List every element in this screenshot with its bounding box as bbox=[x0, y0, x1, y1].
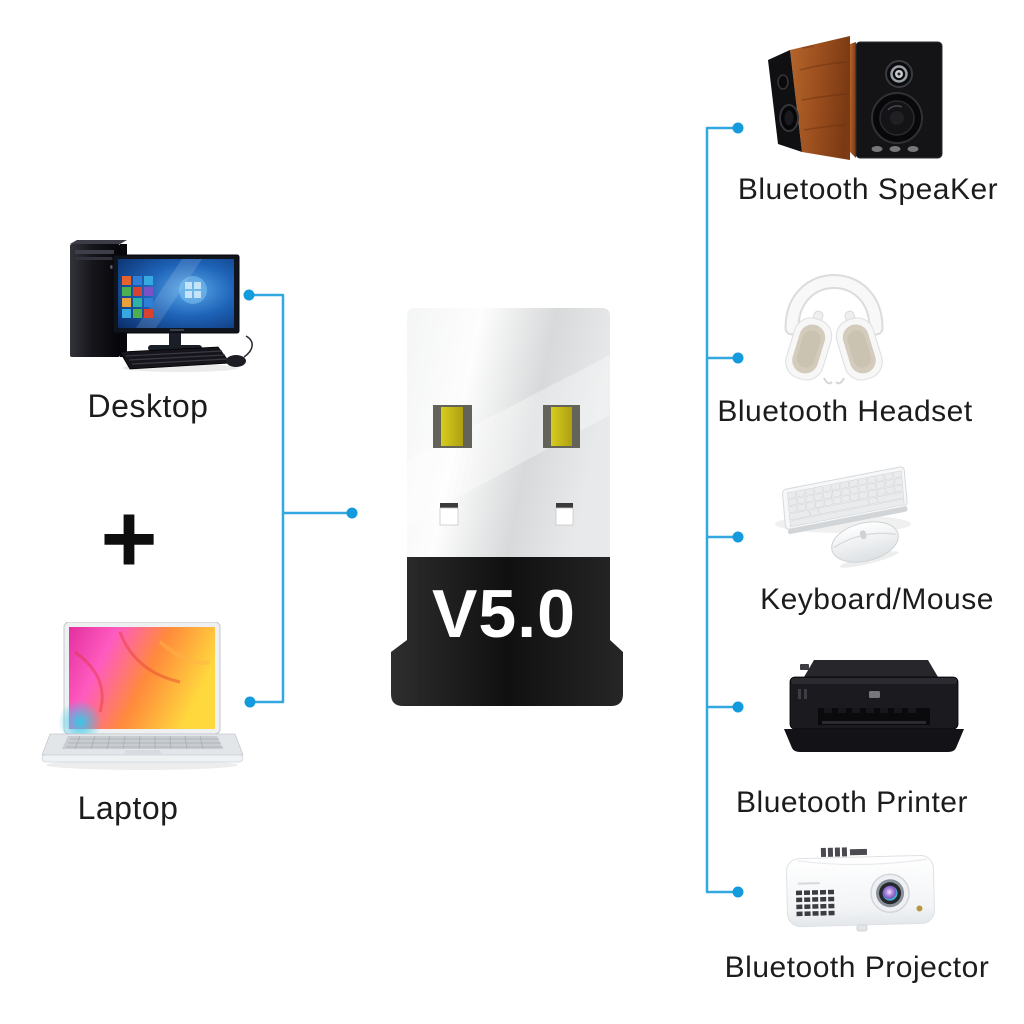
desktop-keyboard bbox=[119, 346, 238, 372]
connector-right-line bbox=[705, 126, 738, 894]
printer-label: Bluetooth Printer bbox=[736, 786, 968, 819]
laptop-label: Laptop bbox=[77, 790, 179, 826]
plus-sign: + bbox=[100, 483, 158, 593]
desktop-label: Desktop bbox=[87, 388, 209, 424]
printer-body bbox=[784, 660, 964, 752]
projector-ports bbox=[820, 847, 868, 858]
speaker-label: Bluetooth SpeaKer bbox=[737, 173, 999, 206]
right-speaker bbox=[850, 41, 943, 159]
right-earcup bbox=[835, 310, 883, 381]
connector-dot bbox=[732, 886, 744, 898]
headband bbox=[784, 274, 884, 336]
projector-body bbox=[785, 847, 936, 932]
connector-dot bbox=[732, 122, 744, 134]
connector-dot bbox=[732, 701, 744, 713]
bluetooth-speaker-image bbox=[762, 30, 948, 166]
desktop-image bbox=[60, 240, 260, 375]
mouse bbox=[831, 521, 899, 568]
start-tiles bbox=[122, 276, 153, 318]
keyboard bbox=[782, 466, 908, 535]
desktop-mouse bbox=[226, 335, 253, 367]
usb-hole bbox=[439, 503, 574, 526]
dongle-version-label: V5.0 bbox=[432, 576, 576, 652]
left-earcup bbox=[785, 310, 833, 381]
ir-sensor bbox=[916, 905, 923, 912]
connector-dot bbox=[244, 696, 256, 708]
projector-foot bbox=[856, 924, 868, 932]
keyboard-mouse-label: Keyboard/Mouse bbox=[760, 583, 994, 616]
connector-dot bbox=[732, 531, 744, 543]
laptop-image bbox=[40, 622, 245, 772]
bluetooth-projector-image bbox=[778, 845, 943, 940]
connector-dot bbox=[732, 352, 744, 364]
connector-dot bbox=[346, 507, 358, 519]
keyboard-mouse-image bbox=[765, 458, 930, 570]
projector-lens bbox=[870, 873, 910, 913]
usb-bluetooth-dongle-image bbox=[385, 300, 625, 715]
laptop-base bbox=[41, 733, 244, 763]
headset-cable bbox=[823, 377, 845, 385]
laptop-screen bbox=[58, 622, 221, 744]
usb-connector bbox=[407, 308, 610, 557]
left-speaker bbox=[768, 36, 850, 160]
bluetooth-headset-image bbox=[778, 244, 890, 386]
projector-grille bbox=[795, 889, 835, 917]
projector-label: Bluetooth Projector bbox=[724, 951, 990, 984]
headset-label: Bluetooth Headset bbox=[717, 395, 973, 428]
desktop-monitor bbox=[112, 254, 240, 351]
bluetooth-printer-image bbox=[778, 655, 970, 760]
dongle-body bbox=[391, 557, 623, 706]
usb-contact-window bbox=[433, 405, 580, 448]
